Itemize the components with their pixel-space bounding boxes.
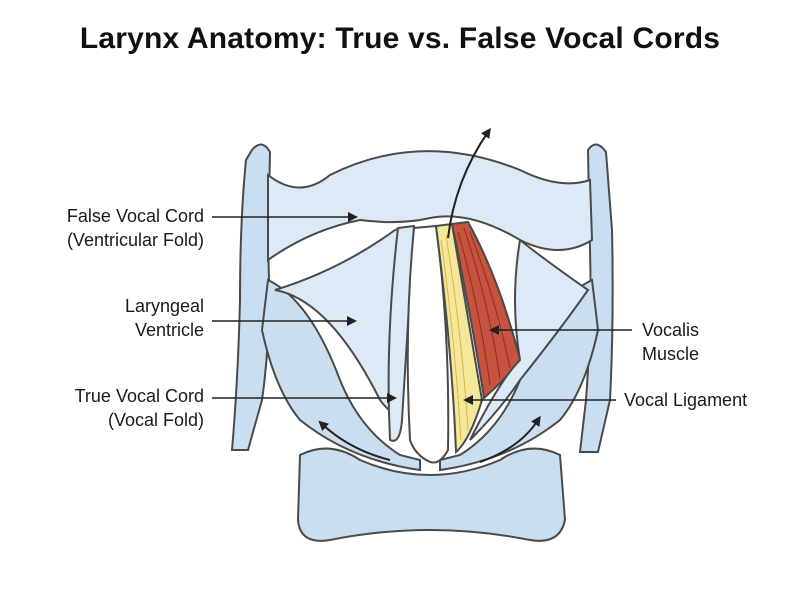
label-vocal-ligament-line1: Vocal Ligament [624,390,748,410]
label-false-vocal-cord-line1: False Vocal Cord [66,206,204,226]
false-vocal-fold-band [267,150,594,262]
muscle-fibers [457,227,511,386]
diagram-title: Larynx Anatomy: True vs. False Vocal Cor… [79,22,721,55]
right-curved-arrow [479,415,541,463]
label-false-vocal-cord: False Vocal Cord (Ventricular Fold) [67,204,204,252]
left-cartilage-wall [230,143,272,451]
label-vocalis-muscle-line1: Vocalis [642,320,700,340]
cricoid-cartilage [296,447,567,542]
airflow-arrow [447,127,491,239]
label-true-vocal-cord: True Vocal Cord (Vocal Fold) [75,384,204,432]
label-true-vocal-cord-line2: (Vocal Fold) [107,410,204,430]
label-vocalis-muscle-line2: Muscle [642,344,700,364]
left-curved-arrow [318,420,391,461]
label-vocalis-muscle: Vocalis Muscle [642,318,699,366]
glottis-opening [406,224,450,464]
left-glottis-frame [260,278,421,472]
ligament-fibers [440,234,469,441]
label-laryngeal-ventricle-line2: Ventricle [134,320,204,340]
right-mucosal-fold [469,238,590,441]
label-laryngeal-ventricle: Laryngeal Ventricle [125,294,204,342]
label-false-vocal-cord-line2: (Ventricular Fold) [66,230,204,250]
label-laryngeal-ventricle-line1: Laryngeal [124,296,204,316]
label-true-vocal-cord-line1: True Vocal Cord [74,386,204,406]
label-vocal-ligament: Vocal Ligament [624,388,747,412]
